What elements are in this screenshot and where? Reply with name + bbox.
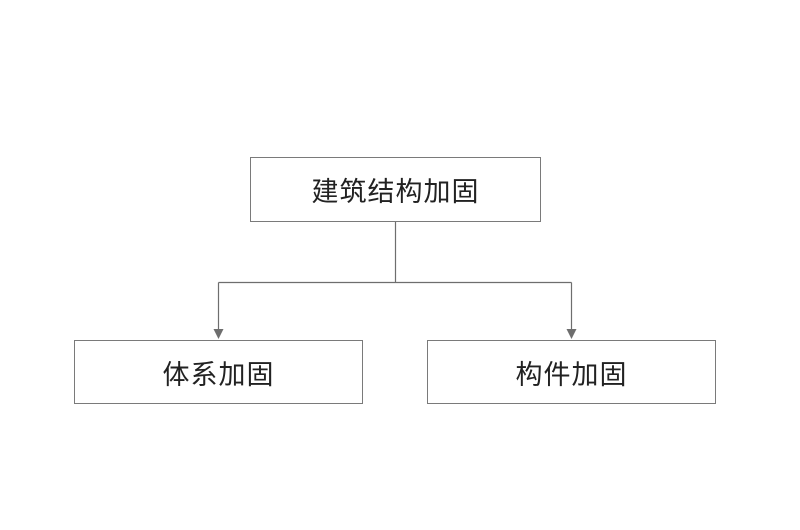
child-node-component-label: 构件加固 — [515, 359, 628, 391]
arrowhead-left-icon — [213, 329, 224, 339]
child-node-system-label: 体系加固 — [162, 359, 275, 391]
arrowhead-right-icon — [566, 329, 577, 339]
root-node: 建筑结构加固 — [250, 157, 541, 222]
child-node-component: 构件加固 — [427, 340, 716, 404]
child-node-system: 体系加固 — [74, 340, 363, 404]
root-node-label: 建筑结构加固 — [311, 177, 480, 208]
